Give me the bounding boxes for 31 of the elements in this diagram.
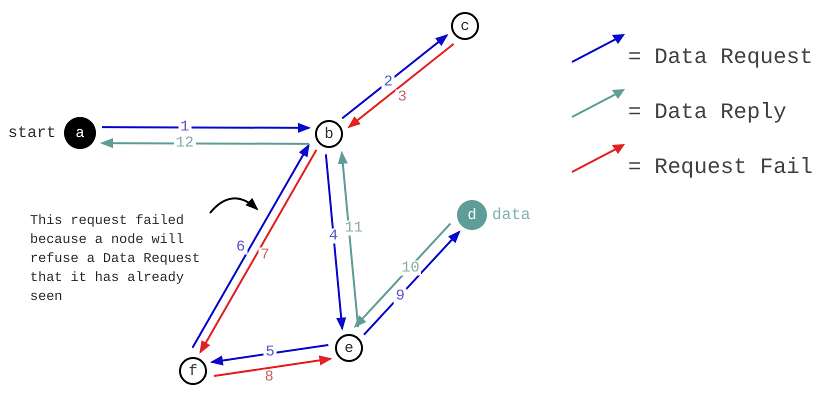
arrow bbox=[199, 149, 318, 354]
arrow bbox=[192, 144, 310, 348]
edge-label: 11 bbox=[342, 220, 365, 236]
edge-label: 6 bbox=[234, 239, 248, 254]
legend-label: = Request Fail bbox=[628, 155, 813, 181]
arrow bbox=[324, 154, 346, 331]
node-label: b bbox=[324, 126, 334, 142]
legend-label: = Data Reply bbox=[628, 100, 786, 126]
arrow bbox=[102, 122, 311, 133]
curved-arrow bbox=[209, 198, 259, 214]
node-caption: start bbox=[8, 124, 56, 142]
node-label: e bbox=[344, 340, 354, 356]
arrow bbox=[342, 34, 448, 120]
arrow bbox=[338, 150, 360, 328]
node-label: d bbox=[467, 208, 476, 222]
node-label: c bbox=[460, 18, 470, 34]
node-caption: data bbox=[492, 206, 530, 224]
arrow bbox=[214, 355, 332, 377]
edge-label: 9 bbox=[394, 288, 407, 304]
node-label: a bbox=[75, 126, 84, 140]
node-label: f bbox=[188, 364, 198, 378]
arrow bbox=[100, 138, 309, 148]
arrow bbox=[354, 222, 452, 328]
legend-label: = Data Request bbox=[628, 45, 813, 71]
arrow bbox=[210, 344, 328, 366]
arrow bbox=[347, 43, 454, 128]
annotation-text: This request failed because a node will refuse a Data Request that it has already seen bbox=[30, 212, 210, 307]
arrow bbox=[363, 230, 461, 336]
edge-label: 2 bbox=[382, 74, 395, 90]
edge-label: 4 bbox=[327, 228, 340, 244]
edge-label: 10 bbox=[399, 260, 422, 276]
